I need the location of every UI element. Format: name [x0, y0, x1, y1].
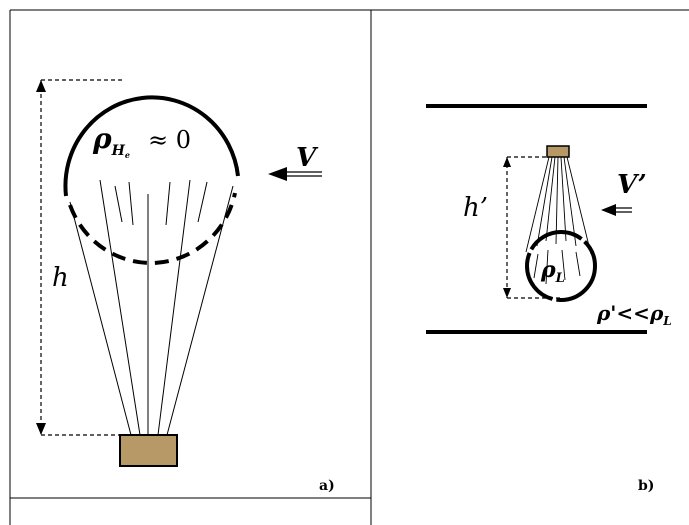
- balloon-basket: [546, 145, 570, 158]
- outside-density-label: ρ'<<ρL: [596, 301, 672, 328]
- height-dimension: [36, 79, 122, 436]
- suspension-ropes: [525, 156, 592, 285]
- velocity-label: V’: [617, 170, 647, 200]
- balloon-envelope-upper: [63, 95, 240, 197]
- rho-subscript: H: [111, 143, 126, 159]
- velocity-label: V: [296, 143, 319, 173]
- height-label: h’: [463, 193, 488, 223]
- balloon-density-label: ρHe: [92, 122, 130, 160]
- rho-symbol: ρ: [92, 122, 112, 155]
- outside-density-subscript: L: [662, 314, 671, 328]
- height-label: h: [52, 263, 69, 293]
- rho-subscript: L: [555, 271, 565, 286]
- inner-density-label: ρL: [540, 257, 565, 286]
- approx-zero-label: ≈ 0: [148, 126, 191, 154]
- height-dimension: [503, 156, 561, 299]
- panel-a: ρHe ≈ 0 V h a): [36, 79, 335, 494]
- rho-symbol: ρ: [540, 257, 556, 283]
- suspension-ropes: [69, 179, 234, 436]
- panel-a-label: a): [319, 478, 335, 494]
- panel-b-label: b): [638, 478, 654, 494]
- balloon-basket: [119, 434, 178, 467]
- outside-density-text: ρ'<<ρ: [596, 301, 664, 325]
- panel-b: V’ h’ ρL ρ'<<ρL b): [426, 104, 672, 494]
- velocity-arrow: [268, 167, 322, 181]
- velocity-arrow: [601, 204, 632, 216]
- balloon-envelope-lower-dashed: [68, 192, 237, 265]
- figure-frame: [9, 9, 689, 525]
- balloon-envelope: [525, 230, 597, 302]
- rho-subsubscript: e: [125, 150, 130, 160]
